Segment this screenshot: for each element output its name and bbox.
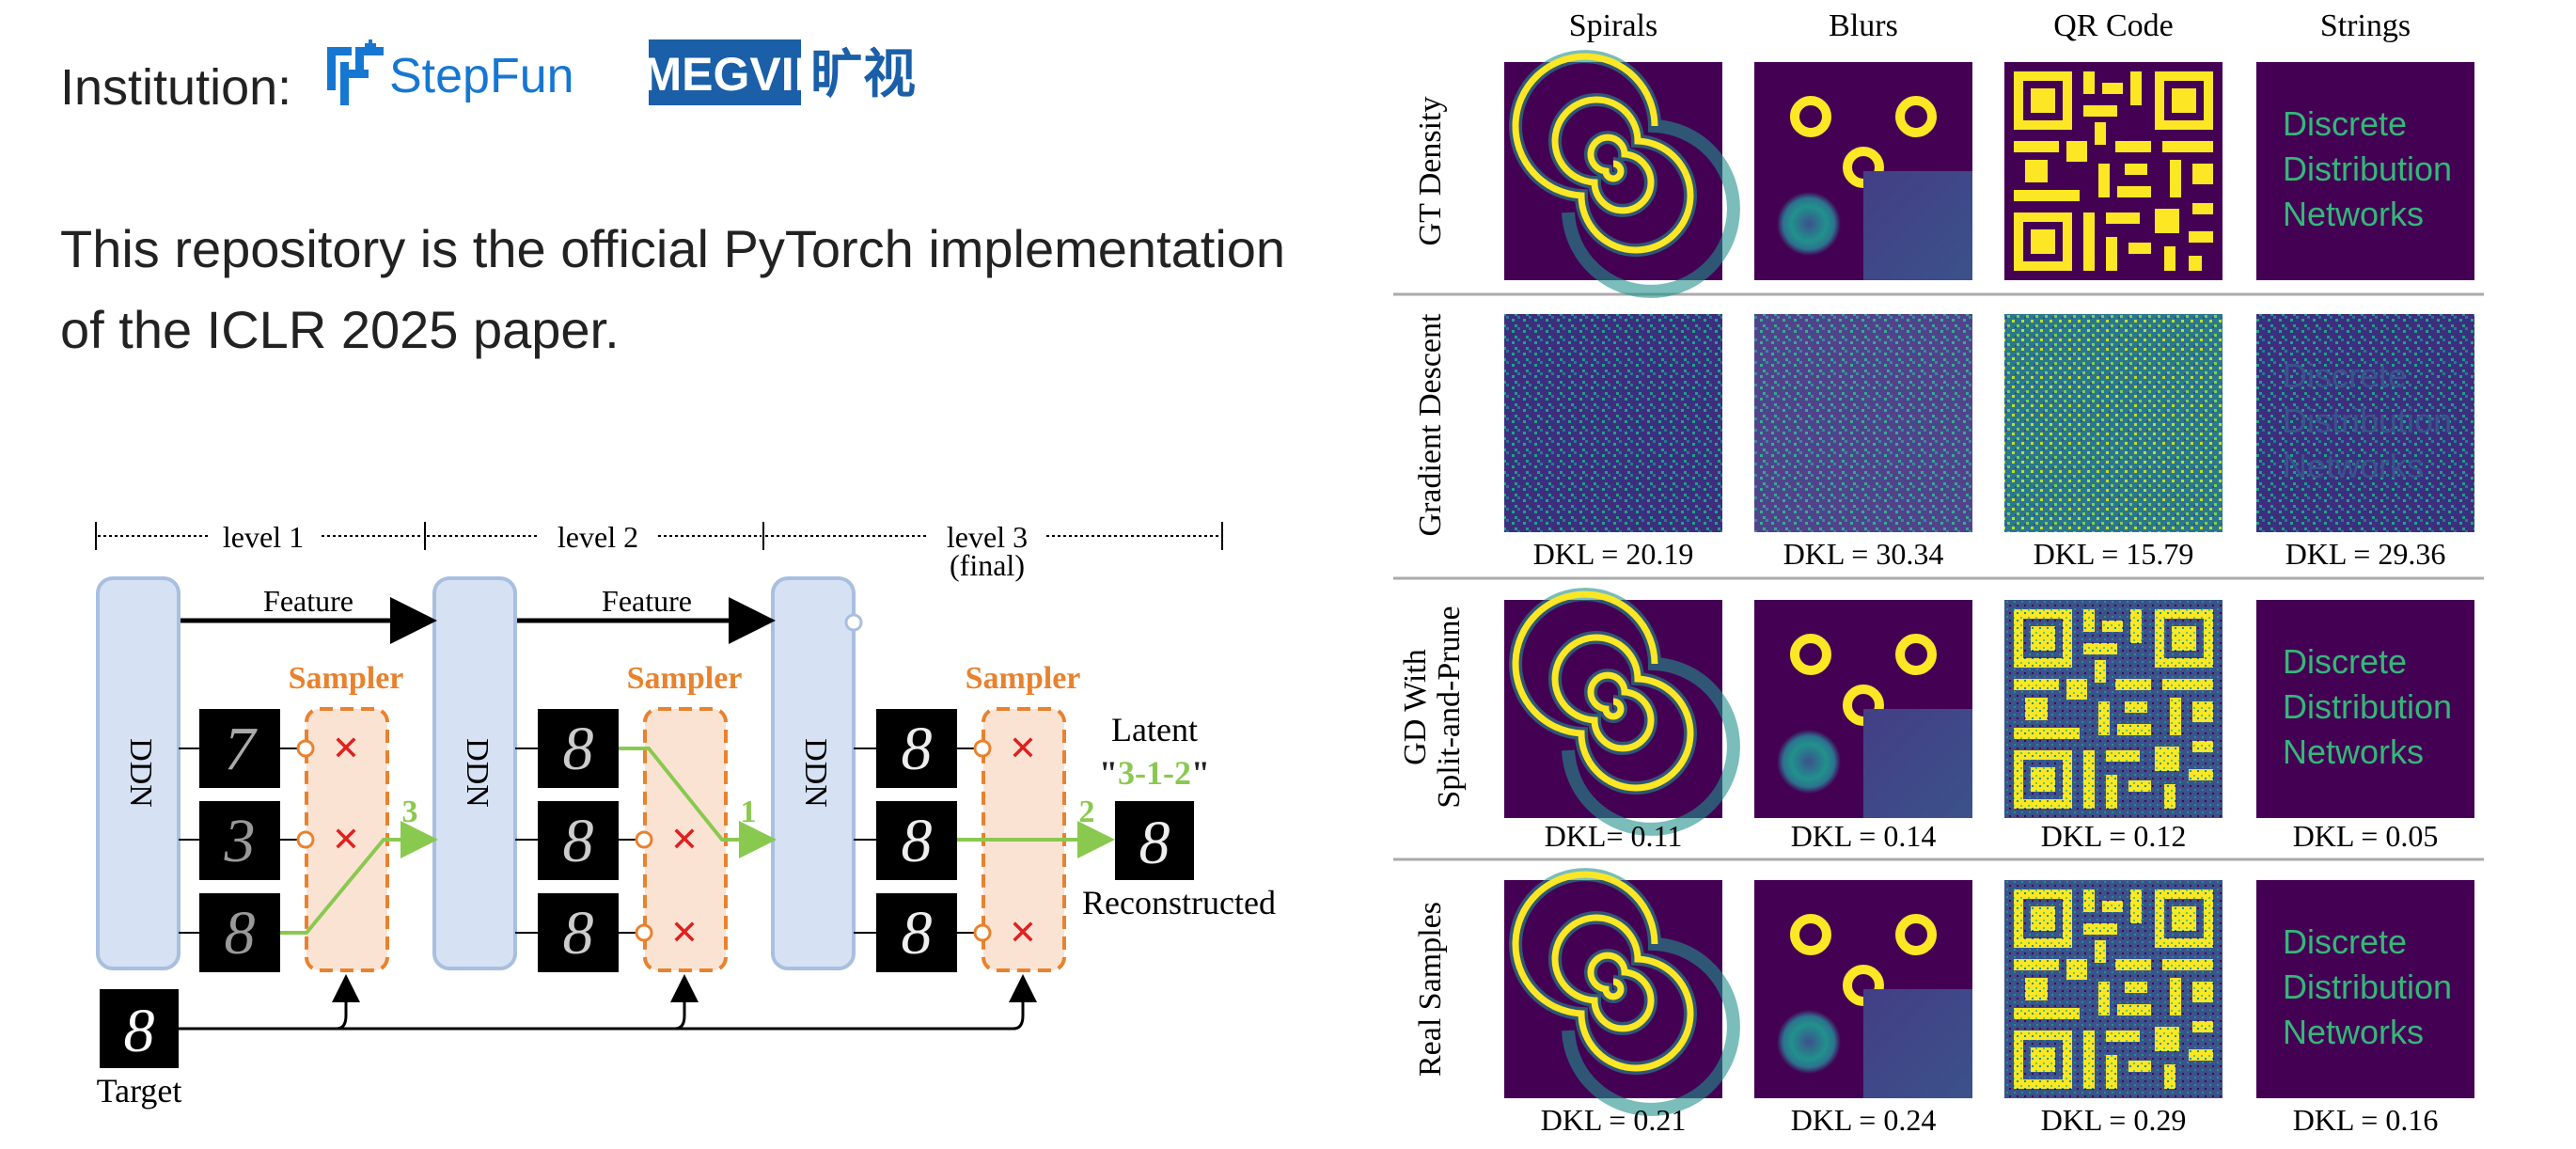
svg-text:✕: ✕ xyxy=(332,730,360,767)
feature-label-2: Feature xyxy=(602,584,692,618)
level-2-label: level 2 xyxy=(558,520,638,554)
svg-text:1: 1 xyxy=(741,795,757,829)
row-label-gd-split-prune-2: Split-and-Prune xyxy=(1432,606,1467,808)
svg-text:8: 8 xyxy=(563,807,594,875)
sampler-label-2: Sampler xyxy=(627,661,743,696)
reconstructed-label: Reconstructed xyxy=(1082,884,1276,921)
level-3-final-label: (final) xyxy=(950,548,1025,582)
svg-text:3: 3 xyxy=(224,807,256,875)
intro-text: This repository is the official PyTorch … xyxy=(60,219,1286,359)
svg-text:8: 8 xyxy=(563,899,594,968)
row-real-samples: Discrete Distribution Networks DKL = 0.2… xyxy=(1504,874,2474,1137)
svg-text:8: 8 xyxy=(563,715,594,783)
svg-text:✕: ✕ xyxy=(1009,730,1037,767)
stepfun-logo-text: StepFun xyxy=(389,49,574,103)
svg-text:✕: ✕ xyxy=(332,821,360,858)
svg-text:Discrete: Discrete xyxy=(2283,356,2407,395)
level-1-candidates: 7 3 8 xyxy=(179,709,280,972)
svg-text:8: 8 xyxy=(902,715,933,783)
svg-text:8: 8 xyxy=(902,807,933,875)
svg-text:Discrete: Discrete xyxy=(2283,104,2407,143)
svg-text:✕: ✕ xyxy=(670,914,699,952)
feature-label-1: Feature xyxy=(263,584,353,618)
svg-text:Discrete: Discrete xyxy=(2283,642,2407,681)
row-label-gd-split-prune-1: GD With xyxy=(1398,649,1433,765)
stepfun-logo: StepFun xyxy=(327,38,609,118)
kl-real-strings: DKL = 0.16 xyxy=(2293,1103,2439,1137)
kl-sp-spirals: DKL= 0.11 xyxy=(1545,819,1683,853)
svg-text:DDN: DDN xyxy=(460,738,495,808)
kl-gd-blurs: DKL = 30.34 xyxy=(1783,537,1944,571)
target-feedback-lines xyxy=(179,974,1037,1031)
svg-text:✕: ✕ xyxy=(670,821,699,858)
row-label-gradient-descent: Gradient Descent xyxy=(1413,313,1448,537)
row-gradient-descent: Discrete Distribution Networks DKL = 20.… xyxy=(1504,314,2474,571)
sampler-3-paths: ✕ ✕ 2 xyxy=(957,730,1115,952)
megvii-logo: MEGVII 旷视 xyxy=(642,39,931,112)
row-label-gt-density: GT Density xyxy=(1413,97,1448,246)
svg-text:8: 8 xyxy=(124,997,155,1065)
kl-gd-qr: DKL = 15.79 xyxy=(2034,537,2194,571)
ddn-block-3: DDN xyxy=(771,576,863,970)
svg-text:3: 3 xyxy=(402,795,418,829)
ddn-block-2: DDN xyxy=(432,576,517,970)
column-header-blurs: Blurs xyxy=(1829,8,1898,43)
kl-real-blurs: DKL = 0.24 xyxy=(1791,1103,1937,1137)
ddn-diagram: level 1 level 2 level 3 (final) DDN DDN … xyxy=(95,520,1276,1110)
latent-label: Latent xyxy=(1111,711,1198,748)
megvii-logo-text: MEGVII xyxy=(649,48,808,101)
column-header-strings: Strings xyxy=(2320,8,2411,43)
row-gt-density: Discrete Distribution Networks xyxy=(1504,56,2474,291)
svg-text:Networks: Networks xyxy=(2283,447,2424,485)
svg-text:DDN: DDN xyxy=(123,738,158,808)
svg-text:Distribution: Distribution xyxy=(2283,150,2452,188)
kl-sp-qr: DKL = 0.12 xyxy=(2041,819,2187,853)
svg-text:Distribution: Distribution xyxy=(2283,968,2452,1006)
column-header-spirals: Spirals xyxy=(1569,8,1657,43)
latent-value: "3-1-2" xyxy=(1099,754,1210,792)
sampler-label-3: Sampler xyxy=(966,661,1081,696)
reconstructed-image xyxy=(1115,801,1194,880)
level-1-label: level 1 xyxy=(223,520,304,554)
svg-text:✕: ✕ xyxy=(1009,914,1037,952)
sampler-2-paths: ✕ ✕ 1 xyxy=(619,747,777,952)
sampler-1-paths: ✕ ✕ 3 xyxy=(280,730,438,935)
svg-text:Distribution: Distribution xyxy=(2283,687,2452,726)
svg-text:Networks: Networks xyxy=(2283,195,2424,233)
kl-sp-strings: DKL = 0.05 xyxy=(2293,819,2439,853)
level-3-label: level 3 xyxy=(947,520,1028,554)
kl-real-qr: DKL = 0.29 xyxy=(2041,1103,2187,1137)
svg-text:8: 8 xyxy=(225,899,256,968)
kl-sp-blurs: DKL = 0.14 xyxy=(1791,819,1937,853)
row-gd-split-prune: Discrete Distribution Networks DKL= 0.11… xyxy=(1504,594,2474,853)
svg-text:8: 8 xyxy=(1139,809,1170,877)
svg-text:Discrete: Discrete xyxy=(2283,922,2407,961)
column-header-qr-code: QR Code xyxy=(2053,8,2174,43)
sampler-label-1: Sampler xyxy=(289,661,404,696)
svg-text:8: 8 xyxy=(902,899,933,968)
strings-tile-split-prune: Discrete Distribution Networks xyxy=(2256,600,2474,818)
kl-real-spirals: DKL = 0.21 xyxy=(1541,1103,1687,1137)
target-label: Target xyxy=(97,1072,182,1110)
target-image xyxy=(100,989,179,1068)
svg-text:7: 7 xyxy=(225,715,259,783)
level-3-candidates: 8 8 8 xyxy=(854,709,957,972)
strings-tile-gt: Discrete Distribution Networks xyxy=(2256,62,2474,280)
svg-text:Networks: Networks xyxy=(2283,1013,2424,1051)
svg-text:2: 2 xyxy=(1079,795,1095,829)
row-label-real-samples: Real Samples xyxy=(1413,902,1448,1077)
svg-text:Distribution: Distribution xyxy=(2283,401,2452,440)
kl-gd-spirals: DKL = 20.19 xyxy=(1533,537,1694,571)
svg-text:DDN: DDN xyxy=(798,738,833,808)
level-2-candidates: 8 8 8 xyxy=(515,709,619,972)
level-ruler xyxy=(95,522,1223,550)
ddn-block-1: DDN xyxy=(96,576,181,970)
strings-tile-real: Discrete Distribution Networks xyxy=(2256,880,2474,1098)
svg-text:Networks: Networks xyxy=(2283,732,2424,771)
kl-gd-strings: DKL = 29.36 xyxy=(2285,537,2446,571)
density-grid: Spirals Blurs QR Code Strings GT Density… xyxy=(1393,8,2484,1137)
megvii-logo-suffix: 旷视 xyxy=(810,44,916,105)
institution-label: Institution: xyxy=(60,59,292,116)
